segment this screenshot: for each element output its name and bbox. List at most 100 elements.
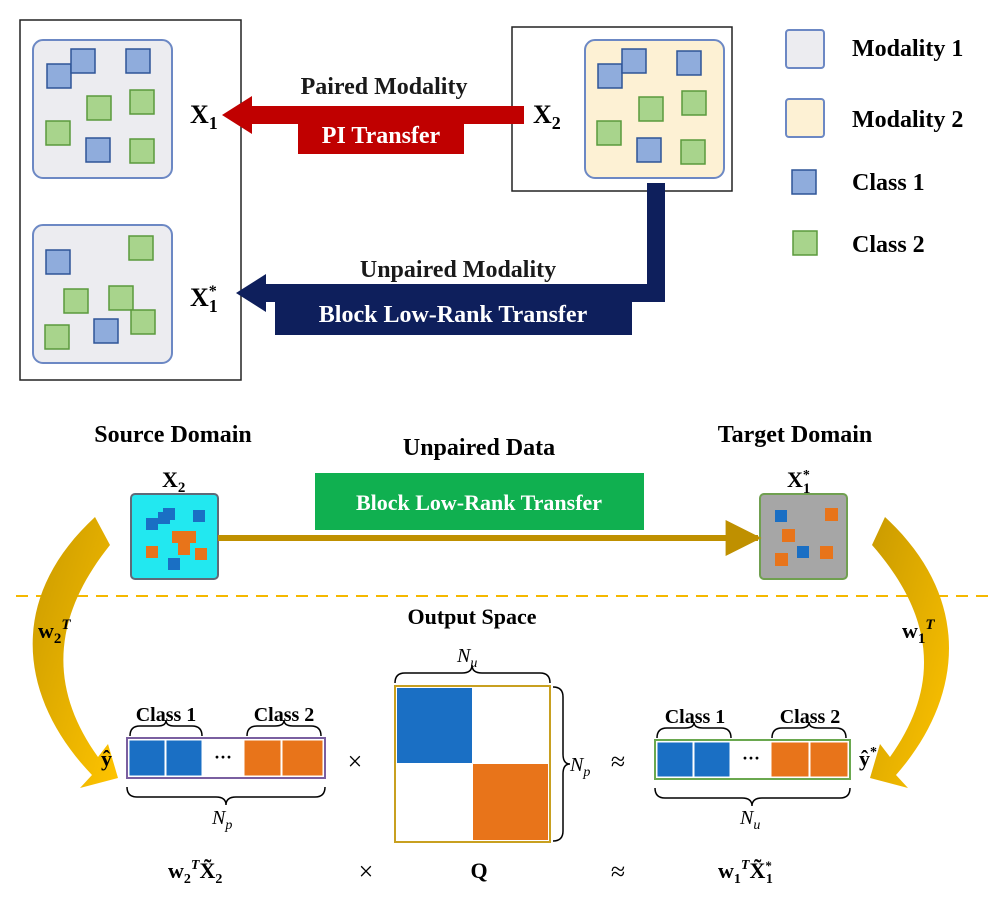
orange-square [178, 543, 190, 555]
legend-label-class2: Class 2 [852, 232, 925, 258]
times-symbol-1: × [348, 747, 363, 776]
pi-transfer-arrow [222, 96, 524, 154]
q-np-brace [552, 686, 571, 842]
blr-transfer-arrow [236, 183, 665, 335]
class2-square [129, 138, 155, 164]
orange-square [820, 546, 833, 559]
class2-square [108, 285, 134, 311]
orange-square [146, 546, 158, 558]
blue-square [193, 510, 205, 522]
class2-square [638, 96, 664, 122]
left-class2-brace [246, 719, 322, 737]
right-class1-label: Class 1 [665, 706, 726, 728]
legend-label-modality2: Modality 2 [852, 107, 963, 133]
left-np-label: Np [211, 807, 232, 833]
output-space-label: Output Space [408, 604, 537, 629]
legend-swatch-class2 [792, 230, 818, 256]
blr-green-box [315, 473, 644, 530]
q-matrix [394, 685, 551, 843]
blr-green-label: Block Low-Rank Transfer [356, 490, 602, 515]
target-domain-label: Target Domain [718, 422, 872, 448]
right-class2-brace [771, 721, 847, 739]
w2t-curved-arrow [32, 517, 119, 788]
blue-cell [693, 741, 731, 778]
right-class1-brace [656, 721, 732, 739]
blue-square [775, 510, 787, 522]
blue-cell [165, 739, 203, 777]
class2-square [44, 324, 70, 350]
unpaired-data-label: Unpaired Data [403, 435, 555, 461]
left-output-vector [126, 737, 326, 779]
approx-symbol-1: ≈ [611, 747, 625, 776]
legend: Modality 1 Modality 2 Class 1 Class 2 [785, 29, 963, 258]
approx-symbol-2: ≈ [611, 857, 625, 886]
left-dots: ··· [214, 747, 232, 767]
x1star-label: X*1 [190, 283, 218, 316]
source-x-label: X2 [162, 467, 185, 496]
class1-square [597, 63, 623, 89]
class1-square [46, 63, 72, 89]
class1-square [621, 48, 647, 74]
class2-square [45, 120, 71, 146]
x1star-panel [32, 224, 173, 364]
eq-left-term: w2TX̃2 [168, 858, 222, 887]
orange-square [775, 553, 788, 566]
orange-square [184, 531, 196, 543]
orange-cell [809, 741, 849, 778]
right-output-vector [654, 739, 851, 780]
w1t-label: w1T [902, 617, 935, 647]
class2-square [596, 120, 622, 146]
q-np-label: Np [569, 754, 590, 780]
x1-label: X1 [190, 100, 218, 133]
times-symbol-2: × [359, 857, 374, 886]
q-block-blue [397, 688, 472, 763]
class2-square [681, 90, 707, 116]
blue-square [797, 546, 809, 558]
q-nu-label: Nu [456, 645, 477, 671]
target-domain-box [759, 493, 848, 580]
right-class2-label: Class 2 [780, 706, 841, 728]
orange-square [172, 531, 184, 543]
class1-square [70, 48, 96, 74]
class1-square [93, 318, 119, 344]
w1t-curved-arrow [870, 517, 950, 788]
class2-square [128, 235, 154, 261]
class2-square [130, 309, 156, 335]
class2-square [86, 95, 112, 121]
orange-cell [243, 739, 282, 777]
unpaired-modality-label: Unpaired Modality [360, 257, 556, 283]
eq-right-term: w1TX̃*1 [718, 858, 773, 887]
x2-panel [584, 39, 725, 179]
class1-square [125, 48, 151, 74]
blue-cell [656, 741, 694, 778]
left-class2-label: Class 2 [254, 704, 315, 726]
right-nu-brace [654, 787, 851, 807]
legend-label-modality1: Modality 1 [852, 36, 963, 62]
orange-square [825, 508, 838, 521]
legend-label-class1: Class 1 [852, 170, 925, 196]
right-dots: ··· [742, 748, 760, 768]
eq-q: Q [470, 858, 487, 883]
class2-square [680, 139, 706, 165]
y-hat-star-label: ŷ* [859, 745, 877, 771]
blue-square [146, 518, 158, 530]
orange-square [782, 529, 795, 542]
source-domain-box [130, 493, 219, 580]
orange-square [195, 548, 207, 560]
q-block-orange [473, 764, 548, 840]
class1-square [676, 50, 702, 76]
q-nu-brace [394, 664, 551, 684]
paired-modality-label: Paired Modality [301, 74, 468, 100]
orange-cell [770, 741, 810, 778]
blue-square [168, 558, 180, 570]
blue-cell [128, 739, 166, 777]
class2-square [129, 89, 155, 115]
blue-square [163, 508, 175, 520]
class1-square [45, 249, 71, 275]
source-domain-label: Source Domain [94, 422, 252, 448]
blr-transfer-label: Block Low-Rank Transfer [319, 302, 588, 328]
w2t-label: w2T [38, 617, 71, 647]
x1-panel [32, 39, 173, 179]
class2-square [63, 288, 89, 314]
